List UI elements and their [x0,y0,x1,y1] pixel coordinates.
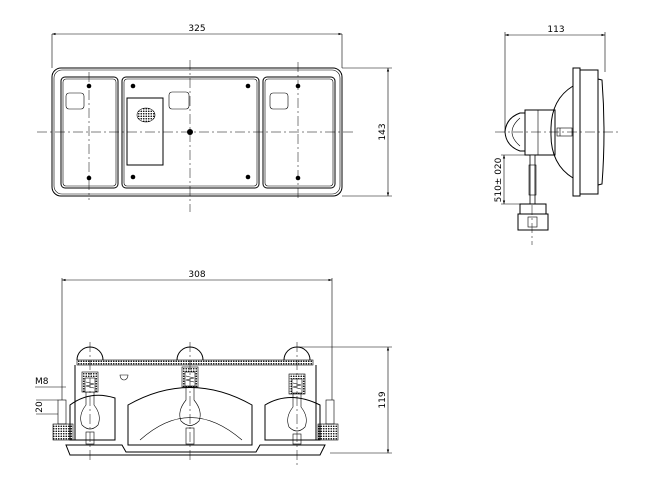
center-lamp [121,76,260,189]
connector [517,213,549,231]
bottom-view: 308 119 [35,270,392,468]
height-dimension: 119 [378,391,388,408]
stud-dimension: 20 [35,401,45,413]
cover-plate [76,359,314,366]
side-view: 113 510± 020 [494,25,620,245]
depth-dimension: 113 [547,25,564,35]
width-dimension: 308 [188,270,205,280]
cable-dimension: 510± 020 [494,157,504,202]
reflector-plate [126,97,164,166]
thread-label: M8 [35,377,49,387]
left-lamp [60,76,119,189]
rear-housing [524,109,556,156]
width-dimension: 325 [188,24,205,34]
right-lamp [262,76,336,189]
height-dimension: 143 [378,123,388,140]
front-view: 325 143 [37,24,392,212]
